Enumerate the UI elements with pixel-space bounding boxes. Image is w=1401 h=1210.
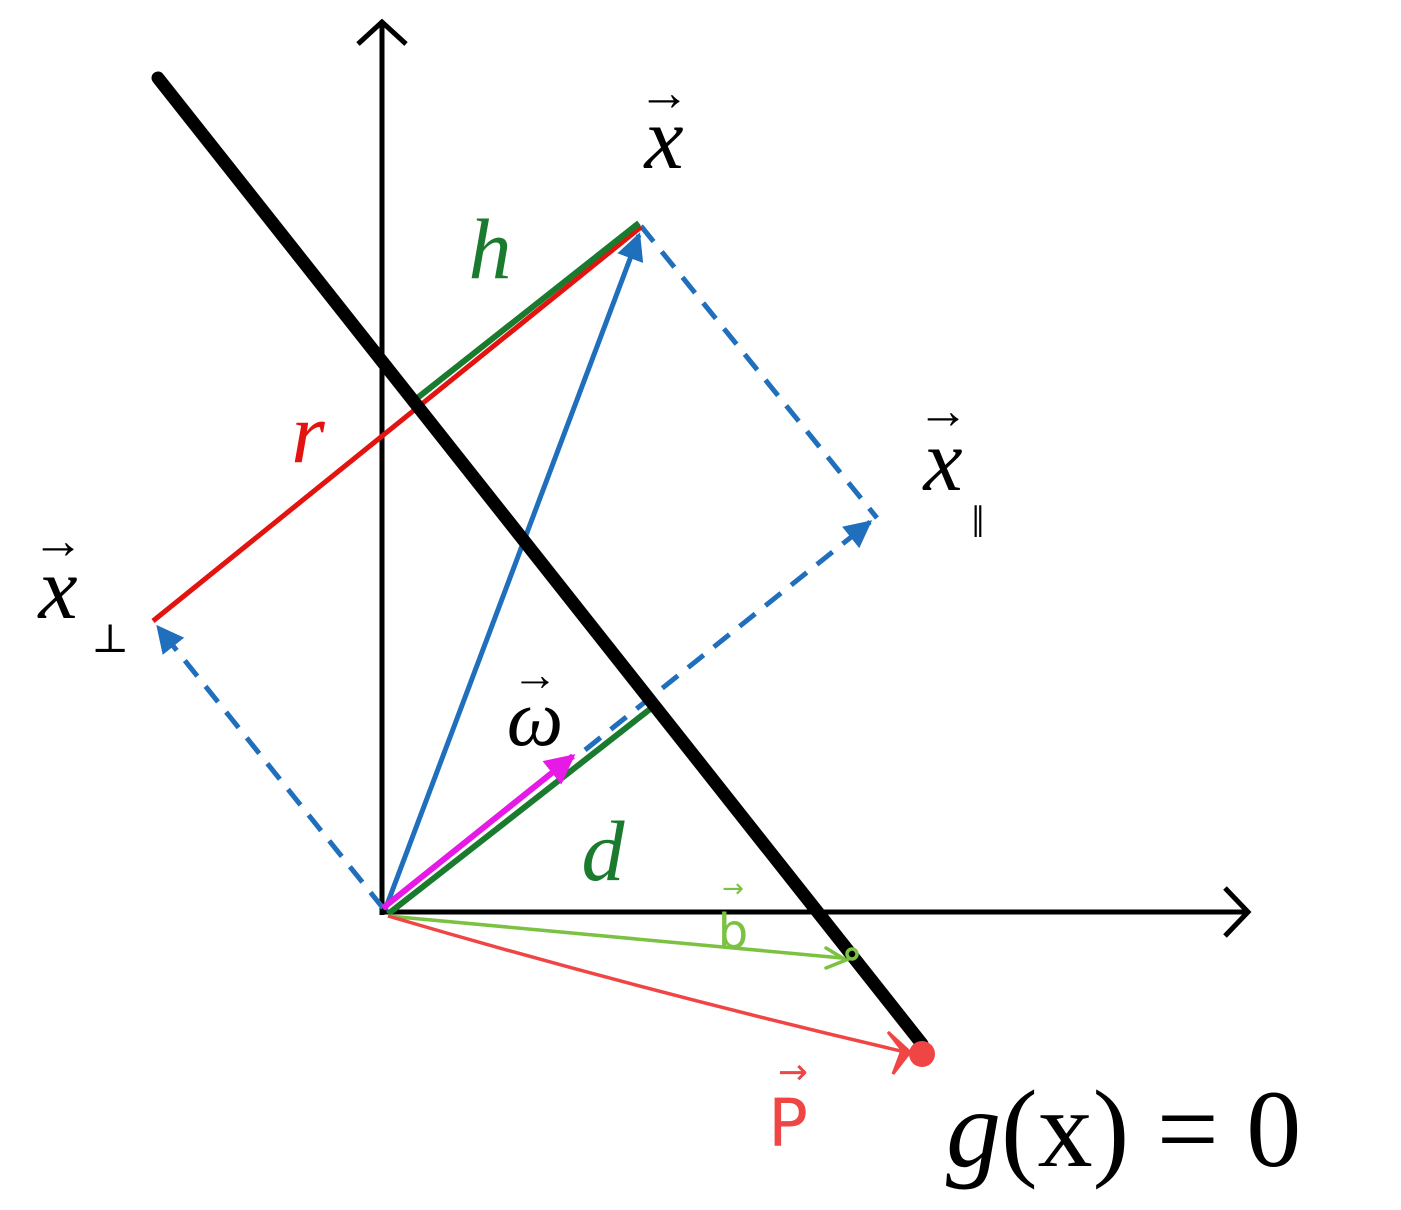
b-label-arrow: → [722, 874, 744, 904]
equation-label: g(x) = 0 [946, 1068, 1301, 1190]
b-vector-tip-dot [845, 947, 859, 961]
x-parallel-label-arrow: → [917, 383, 969, 440]
b-vector-head [824, 946, 850, 970]
r-segment [151, 225, 643, 623]
b-vector-line [387, 914, 843, 960]
x-parallel-label: x [921, 413, 962, 510]
b-label-group: → b [718, 874, 748, 960]
p-label: P [768, 1085, 808, 1162]
omega-label-group: → ω [507, 649, 563, 763]
p-label-arrow: → [778, 1052, 808, 1093]
x-perp-subscript: ⊥ [91, 616, 129, 661]
omega-label-arrow: → [512, 649, 558, 700]
x-vector [382, 232, 644, 911]
x-label: x [642, 91, 683, 188]
decision-boundary-line [151, 71, 929, 1051]
p-vector [387, 914, 935, 1075]
y-axis-arrowhead [356, 18, 408, 46]
axes [356, 18, 1252, 938]
r-label: r [291, 385, 325, 481]
x-perp-label: x [36, 541, 77, 638]
p-vector-tip-dot [909, 1041, 935, 1067]
p-vector-line [387, 914, 906, 1054]
x-label-group: → x [638, 65, 690, 188]
omega-vector [381, 753, 576, 911]
p-vector-head [886, 1030, 913, 1075]
dashed-x-to-x-parallel [639, 224, 879, 520]
omega-label: ω [507, 675, 563, 763]
b-label: b [718, 904, 748, 960]
equation-rest: (x) = 0 [1001, 1068, 1301, 1190]
p-label-group: → P [768, 1052, 808, 1162]
x-parallel-subscript: ‖ [972, 496, 985, 547]
b-vector [387, 914, 859, 970]
h-label: h [469, 201, 512, 297]
dashed-omega-to-x-parallel [583, 520, 873, 752]
dashed-origin-to-x-perp [156, 624, 385, 910]
projection-lines [156, 224, 879, 910]
equation-g: g [946, 1068, 1001, 1190]
x-perp-label-group: → x ⊥ [32, 513, 129, 661]
d-segment [386, 703, 656, 917]
d-label: d [582, 803, 626, 899]
x-axis-arrowhead [1223, 886, 1252, 938]
x-label-arrow: → [638, 65, 690, 122]
h-segment [414, 220, 641, 402]
x-perp-label-arrow: → [32, 513, 84, 570]
x-parallel-label-group: → x ‖ [917, 383, 984, 547]
equation-text: g(x) = 0 [946, 1068, 1301, 1190]
